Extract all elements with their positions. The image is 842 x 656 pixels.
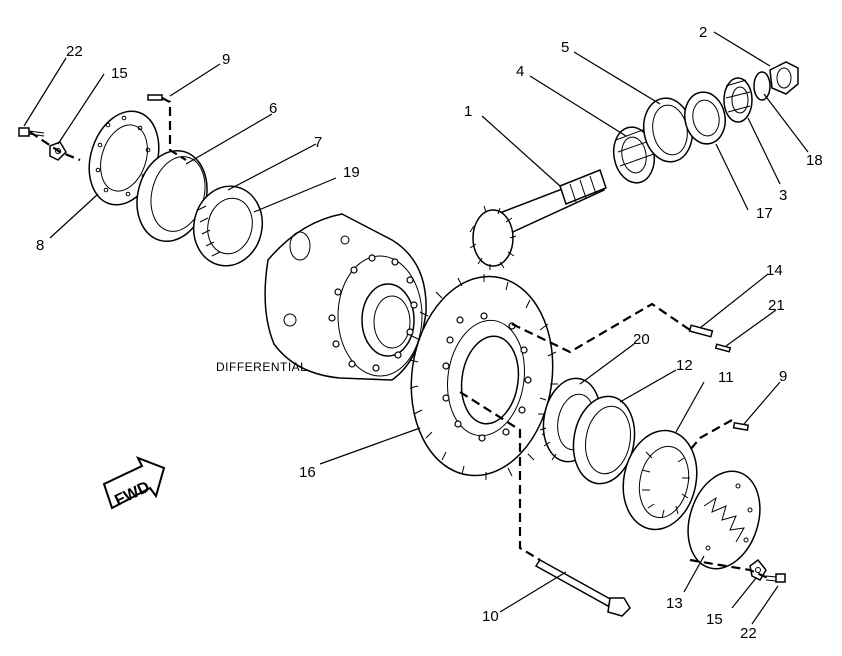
callout-4: 4: [516, 63, 524, 80]
differential-housing: [264, 213, 427, 381]
callout-2: 2: [699, 24, 707, 41]
bolt-right: [765, 573, 786, 583]
forward-arrow-icon: FWD: [102, 456, 166, 509]
assembly-line-pin-right: [689, 419, 733, 451]
pin-right: [732, 421, 750, 432]
callout-9-right: 9: [779, 368, 787, 385]
callout-5: 5: [561, 39, 569, 56]
callout-17: 17: [756, 205, 773, 222]
callout-10: 10: [482, 608, 499, 625]
pinion-shaft: [469, 169, 607, 270]
callout-1: 1: [464, 103, 472, 120]
bearing-cone-pinion-inner: [612, 126, 656, 184]
callout-7: 7: [314, 134, 322, 151]
bolt-ring-gear: [534, 559, 631, 617]
assembly-line-dowel: [511, 302, 691, 354]
callout-19: 19: [343, 164, 360, 181]
callout-14: 14: [766, 262, 783, 279]
callout-15-left: 15: [111, 65, 128, 82]
spacer: [684, 91, 726, 145]
assembly-line-bolt-ring-gear: [459, 391, 541, 561]
assembly-line-bolt-right: [689, 558, 769, 580]
callout-18: 18: [806, 152, 823, 169]
pin-left: [147, 94, 163, 101]
callout-22-left: 22: [66, 43, 83, 60]
callout-3: 3: [779, 187, 787, 204]
callout-6: 6: [269, 100, 277, 117]
callout-20: 20: [633, 331, 650, 348]
callout-13: 13: [666, 595, 683, 612]
assembly-label: DIFFERENTIAL: [216, 360, 307, 374]
dowel-pin: [688, 324, 714, 338]
bearing-cone-pinion-outer: [723, 77, 753, 123]
roll-pin: [714, 343, 732, 353]
callout-22-right: 22: [740, 625, 757, 642]
adjuster: [622, 429, 698, 531]
callout-12: 12: [676, 357, 693, 374]
washer: [753, 71, 771, 101]
callout-9-left: 9: [222, 51, 230, 68]
leader-lines: [23, 31, 809, 625]
retainer-right: [687, 470, 761, 570]
nut: [769, 61, 799, 95]
assembly-line-bolt-left: [29, 131, 81, 162]
callout-16: 16: [299, 464, 316, 481]
callout-11: 11: [718, 369, 734, 386]
callout-15-right: 15: [706, 611, 723, 628]
callout-8: 8: [36, 237, 44, 254]
callout-21: 21: [768, 297, 785, 314]
bearing-cone-left: [192, 185, 264, 267]
bearing-cup-right: [572, 395, 636, 485]
bolt-left: [18, 127, 45, 137]
assembly-line-pin-left: [161, 97, 187, 161]
